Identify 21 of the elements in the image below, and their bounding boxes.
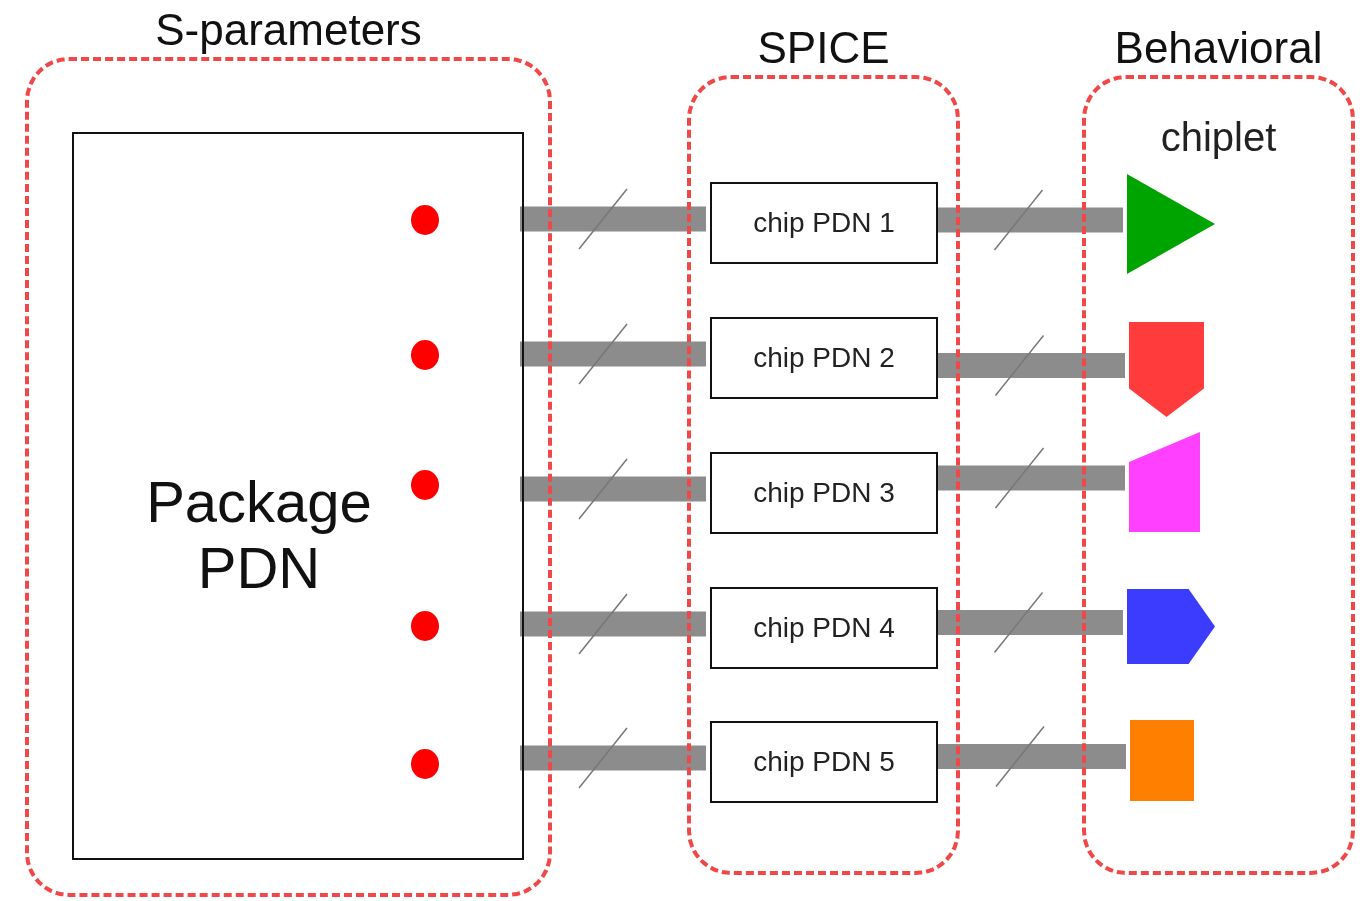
chiplet-pentagon <box>1129 322 1204 417</box>
chiplet-pentagon <box>1127 589 1215 664</box>
chiplet-trapezoid <box>1129 432 1200 532</box>
bus-line <box>520 341 706 367</box>
group-heading: Behavioral <box>1113 23 1324 73</box>
package-box <box>72 132 524 860</box>
chip-box: chip PDN 4 <box>710 587 938 669</box>
chip-box: chip PDN 1 <box>710 182 938 264</box>
bus-line <box>520 611 706 637</box>
chiplet-box <box>1130 720 1194 801</box>
group-heading: S-parameters <box>154 5 423 55</box>
group-subheading: chiplet <box>1159 115 1278 160</box>
chip-box: chip PDN 2 <box>710 317 938 399</box>
bus-line <box>520 476 706 502</box>
chiplet-triangle <box>1127 174 1215 274</box>
chip-box: chip PDN 5 <box>710 721 938 803</box>
group-heading: SPICE <box>756 23 891 73</box>
bus-line <box>520 206 706 232</box>
chip-box: chip PDN 3 <box>710 452 938 534</box>
package-label: Package PDN <box>145 469 373 601</box>
bus-line <box>520 745 706 771</box>
